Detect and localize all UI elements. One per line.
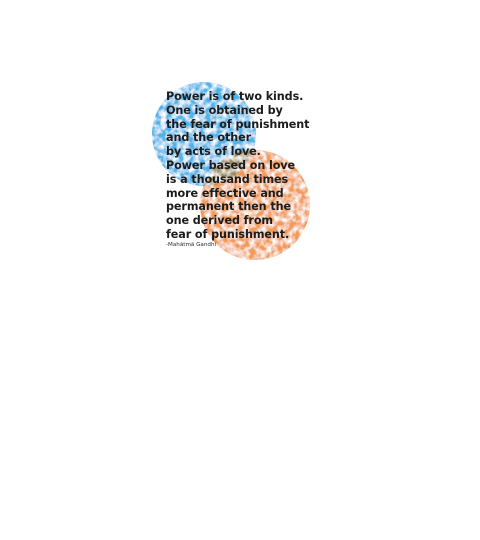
quote-line: one derived from — [166, 214, 273, 228]
quote-line: Power is of two kinds. — [166, 90, 304, 103]
quote-line: more effective and — [166, 186, 284, 200]
quote-line: One is obtained by — [166, 103, 283, 117]
overlap-region — [200, 150, 256, 186]
quote-text: Power is of two kinds. One is obtained b… — [166, 90, 316, 242]
quote-line: fear of punishment. — [166, 227, 290, 241]
quote-line: permanent then the — [166, 200, 291, 214]
quote-line: and the other — [166, 131, 252, 145]
quote-line: the fear of punishment — [166, 117, 310, 131]
quote-line: by acts of love. — [166, 145, 261, 159]
quote-line: Power based on love — [166, 158, 295, 172]
quote-line: is a thousand times — [166, 172, 289, 186]
quote-author: -Mahātmā Gandhi — [166, 242, 217, 248]
